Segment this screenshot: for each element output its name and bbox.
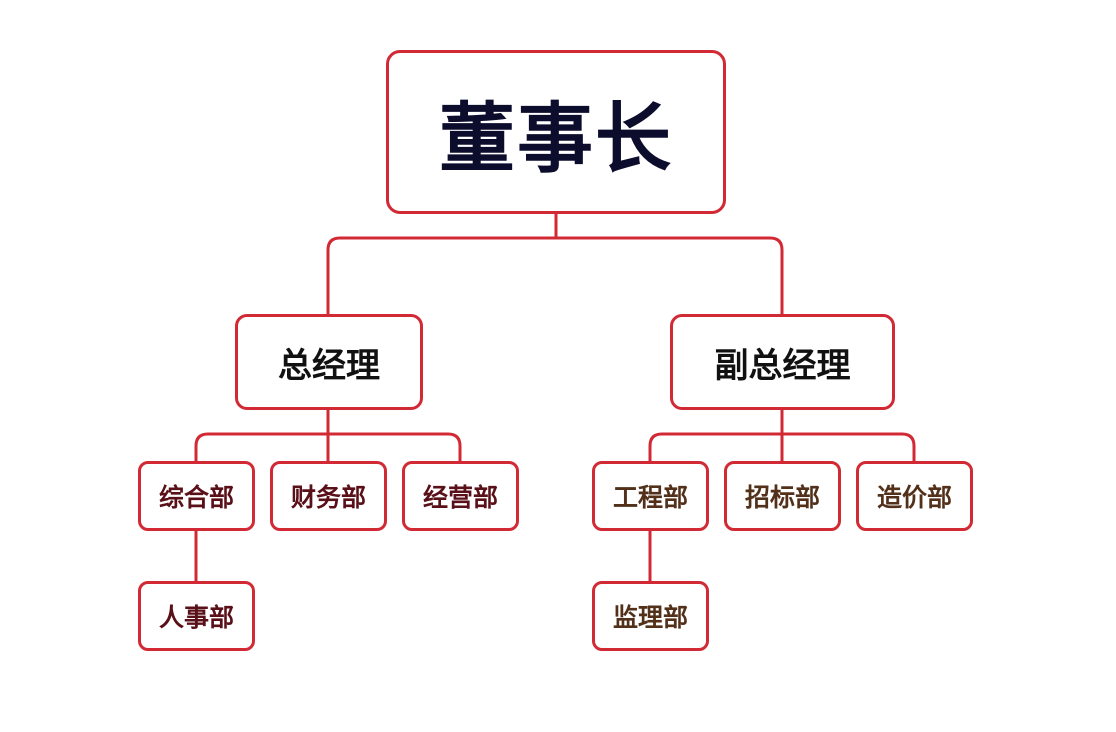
connector-root-to-managers [326,212,784,316]
chairman-node: 董事长 [386,50,726,214]
connector-dgm-to-departments [648,408,916,463]
department-node-jianli: 监理部 [592,581,709,651]
connector-gm-to-departments [194,408,462,463]
general-manager-node: 总经理 [235,314,423,410]
department-node-jingying: 经营部 [402,461,519,531]
department-node-zonghe: 综合部 [138,461,255,531]
deputy-general-manager-node: 副总经理 [670,314,895,410]
department-node-zhaobiao: 招标部 [724,461,841,531]
department-node-zaojia: 造价部 [856,461,973,531]
department-node-gongcheng: 工程部 [592,461,709,531]
department-node-renshi: 人事部 [138,581,255,651]
department-node-caiwu: 财务部 [270,461,387,531]
